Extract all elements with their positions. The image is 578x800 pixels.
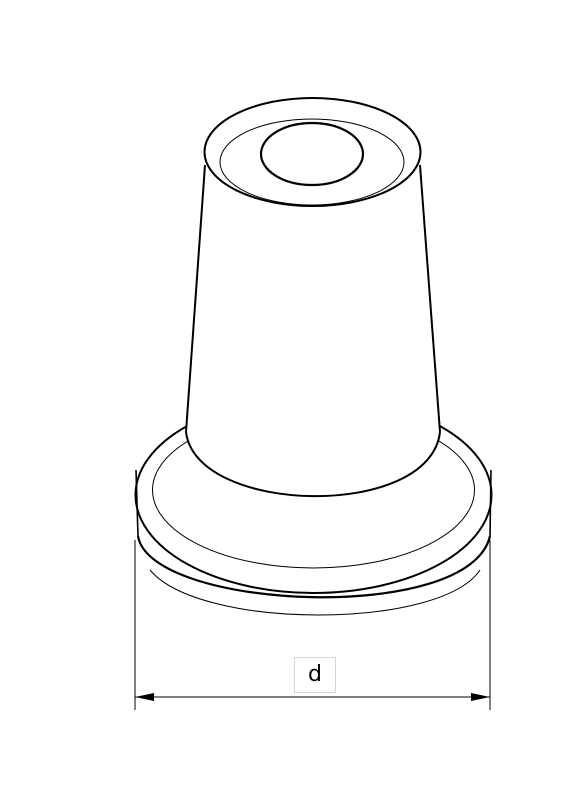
bore-hole xyxy=(259,121,365,187)
dimension-arrow-left xyxy=(135,693,154,701)
dimension-label: d xyxy=(294,657,336,693)
flange-bottom-edge xyxy=(136,535,492,599)
cone-base-edge xyxy=(185,431,441,498)
cone-body xyxy=(186,165,440,497)
cone-right-silhouette xyxy=(419,164,441,433)
cone-top-fillet xyxy=(219,118,405,206)
cone-left-silhouette xyxy=(185,164,206,433)
flange-bottom-chamfer xyxy=(149,569,481,616)
cone-top-outer xyxy=(203,97,422,207)
dimension-arrow-right xyxy=(471,693,490,701)
